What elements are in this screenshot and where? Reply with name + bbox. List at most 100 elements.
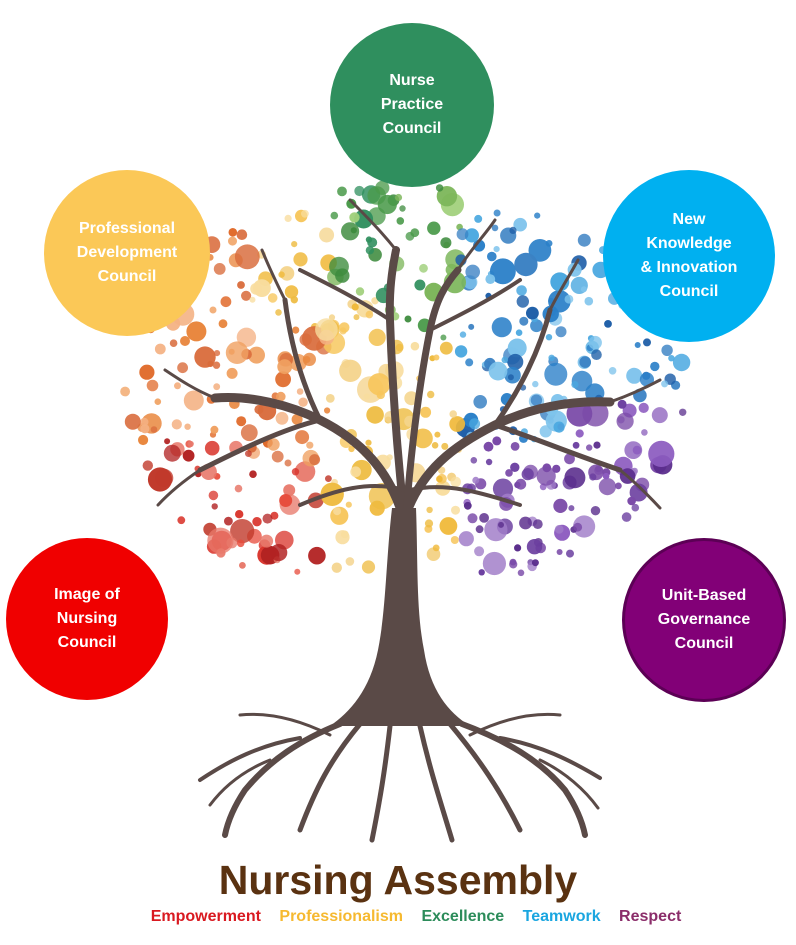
leaf-dot — [554, 524, 564, 534]
leaf-dot — [248, 346, 265, 364]
tree-roots — [198, 712, 602, 843]
leaf-dot — [487, 251, 497, 262]
branch — [163, 368, 217, 400]
leaf-dot — [427, 390, 435, 399]
value-excellence: Excellence — [421, 908, 505, 925]
leaf-dot — [531, 559, 539, 567]
leaf-dot — [579, 356, 591, 368]
leaf-dot — [454, 345, 468, 358]
leaf-dot — [577, 233, 591, 247]
branch — [548, 258, 580, 312]
leaf-dot — [478, 569, 485, 576]
leaf-dot — [641, 429, 648, 436]
leaf-dot — [346, 198, 357, 209]
leaf-dot — [399, 205, 406, 212]
leaf-dot — [295, 430, 310, 445]
leaf-dot — [507, 353, 524, 370]
leaf-dot — [564, 453, 575, 465]
leaf-dot — [507, 338, 527, 358]
leaf-dot — [566, 549, 574, 558]
leaf-dot — [573, 515, 596, 538]
leaf-dot — [556, 549, 563, 555]
leaf-dot — [260, 534, 274, 548]
leaf-dot — [615, 482, 622, 490]
leaf-dot — [463, 501, 472, 510]
leaf-dot — [252, 517, 262, 527]
leaf-dot — [432, 544, 440, 552]
branch — [156, 468, 202, 507]
leaf-dot — [386, 454, 393, 461]
leaf-dot — [470, 457, 478, 464]
branch — [408, 485, 522, 507]
leaf-dot — [225, 341, 249, 365]
leaf-dot — [436, 186, 458, 207]
leaf-dot — [308, 546, 326, 565]
leaf-dot — [270, 544, 288, 562]
branch — [348, 198, 398, 252]
leaf-dot — [249, 296, 256, 303]
leaf-dot — [267, 293, 278, 303]
leaf-dot — [414, 279, 426, 291]
leaf-dot — [163, 444, 181, 462]
leaf-dot — [301, 209, 309, 218]
leaf-dot — [424, 519, 434, 528]
leaf-dot — [239, 562, 246, 569]
root — [498, 736, 602, 780]
professional-development-council-label: Professional Development Council — [76, 220, 178, 285]
leaf-dot — [146, 379, 159, 392]
leaf-dot — [329, 256, 349, 277]
leaf-dot — [526, 539, 543, 555]
leaf-dot — [589, 473, 597, 481]
leaf-dot — [632, 445, 642, 455]
leaf-dot — [501, 356, 509, 364]
leaf-dot — [328, 314, 336, 321]
leaf-dot — [365, 310, 374, 319]
leaf-dot — [315, 318, 338, 341]
leaf-dot — [325, 394, 335, 403]
leaf-dot — [436, 475, 443, 483]
leaf-dot — [564, 467, 586, 489]
branch — [428, 278, 522, 332]
leaf-dot — [278, 271, 285, 278]
leaf-dot — [651, 407, 668, 424]
leaf-dot — [509, 560, 518, 569]
leaf-dot — [493, 246, 500, 253]
leaf-dot — [575, 429, 584, 438]
leaf-dot — [679, 408, 687, 416]
leaf-dot — [516, 295, 529, 308]
leaf-dot — [564, 294, 574, 304]
leaf-dot — [351, 303, 359, 311]
leaf-dot — [668, 355, 675, 362]
leaf-dot — [210, 425, 219, 434]
leaf-dot — [361, 560, 376, 574]
leaf-dot — [467, 513, 478, 524]
leaf-dot — [532, 380, 539, 388]
leaf-dot — [584, 296, 594, 306]
value-empowerment: Empowerment — [150, 908, 261, 925]
leaf-dot — [365, 246, 375, 255]
nursing-assembly-title: Nursing Assembly — [218, 857, 578, 903]
leaf-dot — [324, 407, 331, 414]
leaf-dot — [553, 421, 565, 433]
leaf-dot — [365, 439, 372, 446]
leaf-dot — [228, 236, 237, 246]
leaf-dot — [450, 536, 459, 544]
root — [369, 723, 393, 843]
leaf-dot — [182, 449, 195, 462]
leaf-dot — [325, 475, 332, 482]
leaf-dot — [440, 334, 447, 341]
leaf-dot — [420, 406, 432, 418]
leaf-dot — [368, 373, 391, 396]
leaf-dot — [284, 459, 292, 467]
leaf-dot — [211, 503, 218, 510]
leaf-dot — [353, 314, 360, 321]
leaf-dot — [431, 442, 439, 449]
leaf-dot — [350, 466, 362, 478]
leaf-dot — [515, 329, 523, 337]
branch — [298, 268, 392, 322]
leaf-dot — [319, 227, 335, 243]
leaf-dot — [237, 281, 245, 289]
leaf-dot — [209, 306, 217, 314]
leaf-dot — [530, 394, 543, 406]
leaf-dot — [235, 510, 244, 519]
